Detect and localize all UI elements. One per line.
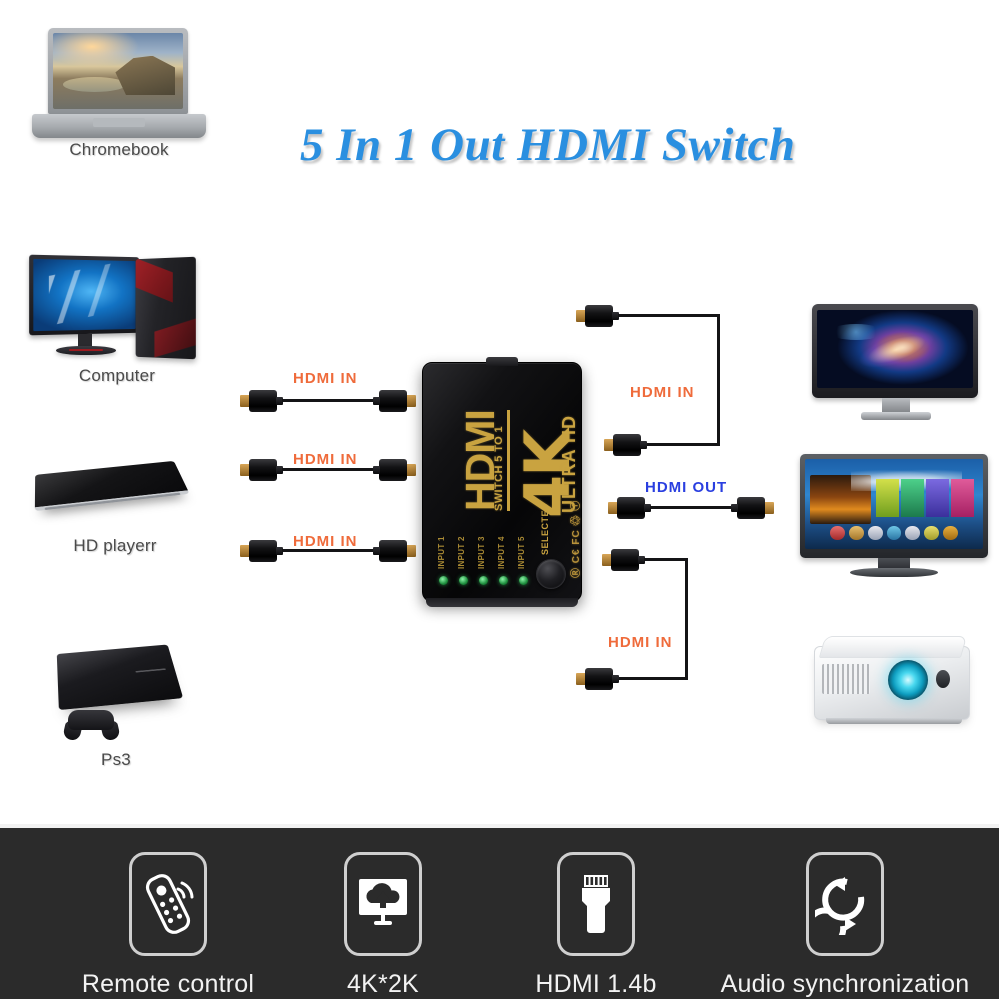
cable-wire [717,314,720,446]
source-device-ps3: Ps3 [26,628,206,776]
input-indicator-3: INPUT 3 [475,513,495,587]
hdmi-connector [608,497,652,519]
input-label: INPUT 5 [517,536,526,569]
monitor-upload-icon [344,852,422,956]
hdmi-connector [604,434,648,456]
feature-remote-control: Remote control [48,852,288,999]
feature-audio-sync: Audio synchronization [700,852,990,999]
display-device-television [796,452,992,584]
cable-label-hdmi-in: HDMI IN [293,370,358,387]
input-indicator-2: INPUT 2 [455,513,475,587]
cable-wire [282,549,376,552]
hdmi-connector [576,668,620,690]
source-device-label: Ps3 [101,750,131,769]
feature-4k2k: 4K*2K [300,852,466,999]
hdmi-connector [576,305,620,327]
device-model-label: SWITCH 5 TO 1 [493,425,505,511]
cable-wire [282,468,376,471]
cable-label-hdmi-in: HDMI IN [608,634,673,651]
select-button[interactable] [536,559,566,589]
display-device-projector [800,628,986,750]
input-led [479,576,488,585]
source-device-hd-player: HD playerr [22,436,208,566]
feature-bar: Remote control 4K*2K [0,818,999,999]
selected-label: SELECTED [540,502,550,555]
feature-label: Audio synchronization [720,970,970,998]
device-bottom-edge [426,598,578,607]
cable-wire [650,506,734,509]
input-indicator-row: INPUT 1 INPUT 2 INPUT 3 INPUT 4 INPUT 5 [435,513,539,587]
feature-label: HDMI 1.4b [535,970,657,998]
input-indicator-1: INPUT 1 [435,513,455,587]
hdmi-connector [372,540,416,562]
input-label: INPUT 2 [457,536,466,569]
cable-wire [282,399,376,402]
input-led [519,576,528,585]
cable-label-hdmi-in: HDMI IN [293,533,358,550]
cable-wire [618,677,688,680]
cable-wire [618,314,720,317]
source-device-label: HD playerr [73,536,157,555]
input-indicator-4: INPUT 4 [495,513,515,587]
feature-hdmi-version: HDMI 1.4b [500,852,692,999]
input-indicator-5: INPUT 5 [515,513,535,587]
feature-label: Remote control [81,970,255,998]
hdmi-connector [240,390,284,412]
device-top-notch [486,357,518,366]
hdmi-connector [372,459,416,481]
hdmi-connector [730,497,774,519]
source-device-computer: Computer [22,242,212,394]
sync-refresh-icon [806,852,884,956]
input-label: INPUT 1 [437,536,446,569]
cable-wire [685,558,688,680]
hdmi-switch-device: HDMI SWITCH 5 TO 1 4K ULTRA HD Ⓡ C€ FC ♲… [422,357,584,607]
hdmi-connector [602,549,646,571]
source-device-label: Computer [78,366,156,385]
input-led [439,576,448,585]
certification-marks: Ⓡ C€ FC ♲ ⓘ [571,499,582,578]
remote-control-icon [129,852,207,956]
hdmi-connector [240,459,284,481]
display-device-monitor [806,302,986,426]
cable-label-hdmi-in: HDMI IN [293,451,358,468]
source-device-label: Chromebook [69,140,169,159]
feature-label: 4K*2K [347,970,419,998]
page-title: 5 In 1 Out HDMI Switch [300,119,796,171]
source-device-chromebook: Chromebook [24,22,214,172]
cable-label-hdmi-in: HDMI IN [630,384,695,401]
cable-wire [646,443,720,446]
input-led [459,576,468,585]
input-label: INPUT 3 [477,536,486,569]
cable-label-hdmi-out: HDMI OUT [645,479,728,496]
input-label: INPUT 4 [497,536,506,569]
input-led [499,576,508,585]
hdmi-connector [372,390,416,412]
hdmi-plug-icon [557,852,635,956]
cable-wire [644,558,688,561]
hdmi-connector [240,540,284,562]
device-quality-label: ULTRA HD [559,415,579,513]
